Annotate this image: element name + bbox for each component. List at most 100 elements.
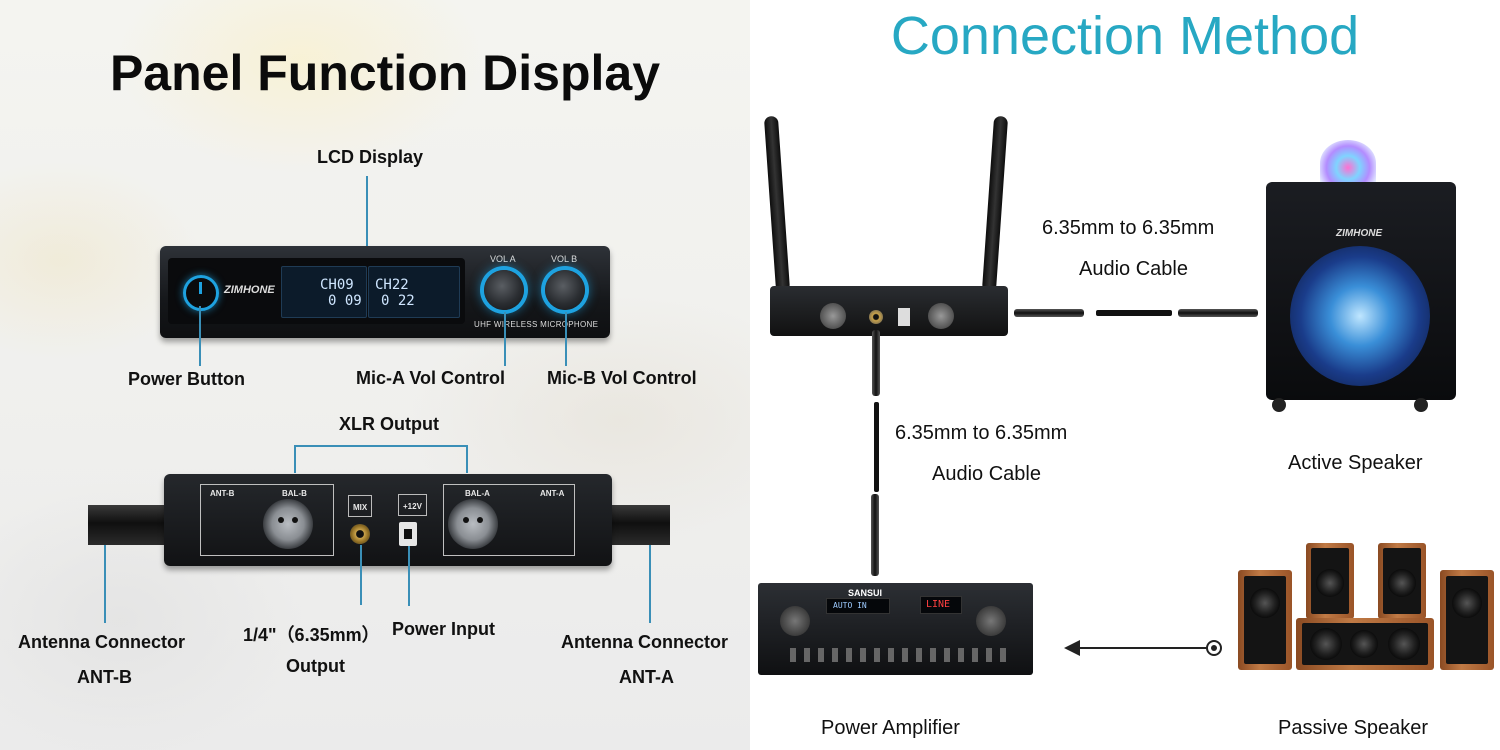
- antenna-connector-b-label: Antenna Connector: [18, 632, 186, 652]
- passive-speaker-label: Passive Speaker: [1278, 717, 1429, 739]
- power-icon: [199, 282, 202, 294]
- amp-display-left-text: AUTO IN: [833, 601, 867, 610]
- cable-plug-right: [1178, 309, 1258, 317]
- mic-a-callout-line: [504, 312, 506, 366]
- xlr-b-connector[interactable]: [263, 499, 313, 549]
- mic-b-volume-knob[interactable]: [545, 270, 585, 310]
- power-input-label: Power Input: [392, 619, 495, 639]
- cable-mid-label-line1: 6.35mm to 6.35mm: [895, 422, 1068, 444]
- ant-b-callout-line: [104, 545, 106, 623]
- speaker-wheel-left: [1272, 398, 1286, 412]
- xlr-output-label: XLR Output: [339, 414, 439, 434]
- passive-arrow-origin: [1206, 640, 1222, 656]
- passive-speaker-1: [1238, 570, 1292, 670]
- cable-plug-bottom: [871, 494, 879, 576]
- cable-top-label-line1: 6.35mm to 6.35mm: [1042, 217, 1215, 239]
- ant-a-callout-line: [649, 545, 651, 623]
- output-callout-line: [360, 545, 362, 605]
- passive-arrow-line: [1078, 647, 1208, 649]
- power-callout-line: [199, 306, 201, 366]
- rx-dc-jack: [898, 308, 910, 326]
- dc-jack-hole: [404, 529, 412, 539]
- antenna-connector-a-label: Antenna Connector: [561, 632, 729, 652]
- ant-a-label: ANT-A: [619, 667, 674, 687]
- quarter-inch-label: 1/4"（6.35mm）: [243, 625, 380, 645]
- passive-speaker-4: [1440, 570, 1494, 670]
- passive-speaker-4-cone: [1452, 588, 1482, 618]
- xlr-bracket-right: [466, 445, 468, 473]
- lcd-freq-a-text: 0 09: [328, 293, 362, 309]
- passive-speaker-3-cone: [1388, 569, 1416, 597]
- rx-quarter-jack: [869, 310, 883, 324]
- active-speaker-woofer: [1290, 246, 1430, 386]
- xlr-a-connector[interactable]: [448, 499, 498, 549]
- mic-b-vol-label: Mic-B Vol Control: [547, 368, 697, 388]
- mic-b-callout-line: [565, 312, 567, 366]
- amp-control-row: [790, 648, 1010, 662]
- panel-function-section: [0, 0, 750, 750]
- mix-jack-label: MIX: [353, 503, 368, 512]
- ant-a-jack-label: ANT-A: [540, 489, 565, 498]
- brand-logo: ZIMHONE: [224, 284, 275, 296]
- lcd-channel-a: CH09 0 09: [281, 266, 367, 318]
- rear-frame-b: [200, 484, 334, 556]
- vol-b-label: VOL B: [551, 254, 578, 264]
- amp-display-right: LINE: [920, 596, 962, 614]
- mix-jack-tag: MIX: [348, 495, 373, 517]
- passive-arrow-dot: [1211, 645, 1217, 651]
- passive-arrow-head: [1064, 640, 1080, 656]
- rx-xlr-a: [928, 303, 954, 329]
- passive-center-speaker: [1296, 618, 1434, 670]
- amp-brand: SANSUI: [848, 588, 883, 598]
- active-speaker-label: Active Speaker: [1288, 452, 1423, 474]
- ant-b-label: ANT-B: [77, 667, 132, 687]
- amp-display-right-text: LINE: [926, 599, 951, 610]
- passive-center-cone-mid: [1350, 630, 1378, 658]
- amp-display-left: AUTO IN: [826, 598, 890, 614]
- lcd-channel-b: CH22 0 22: [368, 266, 460, 318]
- receiver-rear-panel: [164, 474, 612, 566]
- cable-plug-left: [1014, 309, 1084, 317]
- vol-a-label: VOL A: [490, 254, 516, 264]
- panel-function-title: Panel Function Display: [109, 45, 661, 101]
- lcd-ch-a-text: CH09: [320, 277, 354, 293]
- passive-center-cone-right: [1388, 628, 1420, 660]
- connection-method-title: Connection Method: [890, 6, 1360, 66]
- power-input-callout-line: [408, 546, 410, 606]
- xlr-bracket-left: [294, 445, 296, 473]
- rear-frame-a: [443, 484, 575, 556]
- speaker-wheel-right: [1414, 398, 1428, 412]
- amp-knob-right: [976, 606, 1006, 636]
- active-speaker-brand: ZIMHONE: [1336, 228, 1383, 239]
- power-button-label: Power Button: [128, 369, 245, 389]
- passive-speaker-1-cone: [1250, 588, 1280, 618]
- power-amplifier-label: Power Amplifier: [821, 717, 960, 739]
- passive-speaker-3: [1378, 543, 1426, 619]
- cable-plug-top: [872, 330, 880, 396]
- passive-speaker-2: [1306, 543, 1354, 619]
- passive-speaker-2-cone: [1316, 569, 1344, 597]
- amp-knob-left: [780, 606, 810, 636]
- disco-ball-light: [1320, 140, 1376, 186]
- model-text: UHF WIRELESS MICROPHONE: [474, 320, 599, 329]
- bal-a-jack-label: BAL-A: [465, 489, 490, 498]
- power-button[interactable]: [183, 275, 219, 311]
- cable-mid-label-line2: Audio Cable: [932, 463, 1041, 485]
- lcd-display-label: LCD Display: [317, 147, 424, 167]
- cable-mid-wire: [874, 402, 879, 492]
- cable-top-label-line2: Audio Cable: [1079, 258, 1188, 280]
- mic-a-volume-knob[interactable]: [484, 270, 524, 310]
- lcd-freq-b-text: 0 22: [381, 293, 415, 309]
- mic-a-vol-label: Mic-A Vol Control: [356, 368, 505, 388]
- bal-b-jack-label: BAL-B: [282, 489, 307, 498]
- dc-jack-tag: +12V: [398, 494, 427, 516]
- dc-jack-label: +12V: [403, 502, 422, 511]
- quarter-inch-jack[interactable]: [350, 524, 370, 544]
- passive-center-cone-left: [1310, 628, 1342, 660]
- lcd-callout-line: [366, 176, 368, 256]
- ant-b-jack-label: ANT-B: [210, 489, 235, 498]
- rx-xlr-b: [820, 303, 846, 329]
- dc-power-jack[interactable]: [399, 522, 417, 546]
- xlr-bracket-top: [294, 445, 468, 447]
- cable-top-wire: [1096, 310, 1172, 316]
